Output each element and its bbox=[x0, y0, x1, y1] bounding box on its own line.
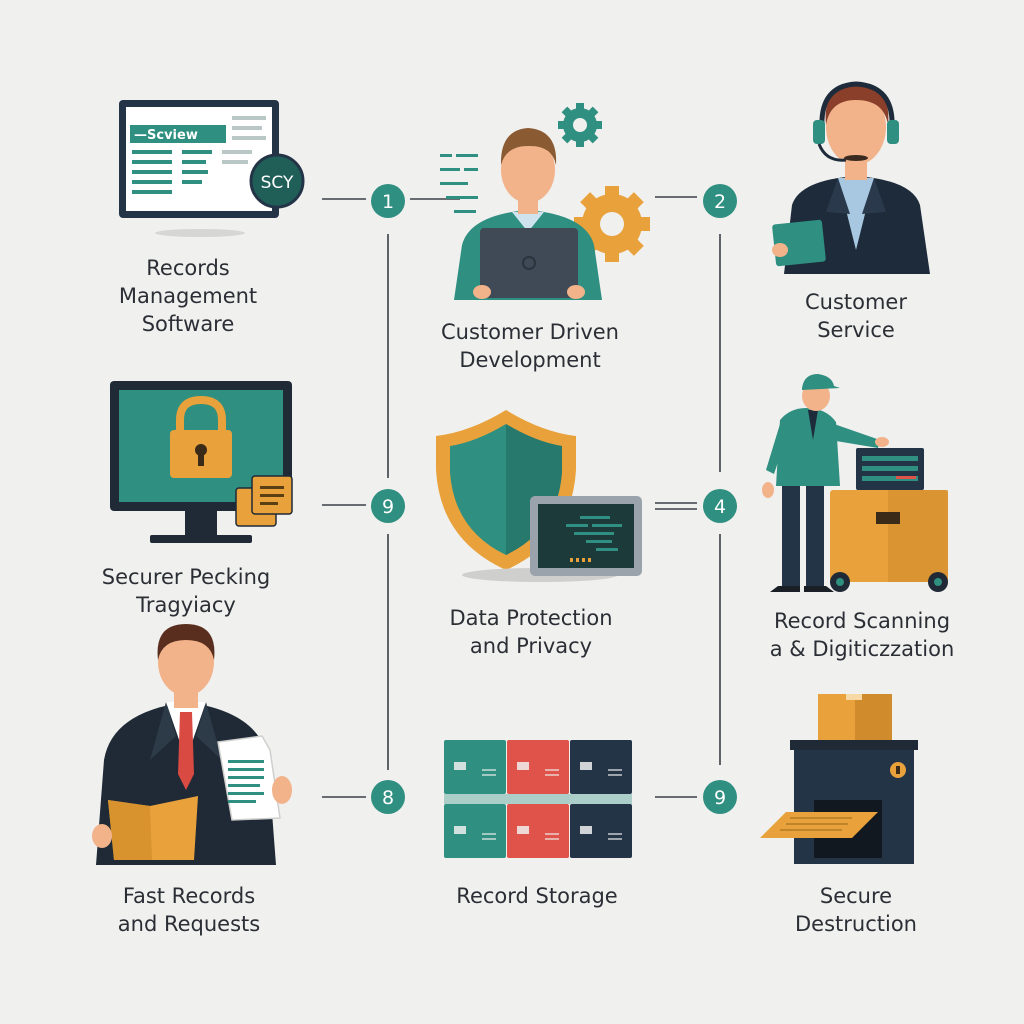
badge-5: 8 bbox=[371, 780, 405, 814]
svg-text:8: 8 bbox=[382, 787, 394, 809]
svg-text:2: 2 bbox=[714, 191, 726, 213]
svg-text:4: 4 bbox=[714, 496, 726, 518]
label-record-storage: Record Storage bbox=[456, 884, 618, 908]
badge-4: 4 bbox=[703, 489, 737, 523]
svg-text:1: 1 bbox=[382, 191, 394, 213]
badge-2: 2 bbox=[703, 184, 737, 218]
businessman-documents-icon bbox=[92, 624, 292, 865]
badge-1: 1 bbox=[371, 184, 405, 218]
storage-boxes-icon bbox=[444, 740, 632, 858]
badge-3: 9 bbox=[371, 489, 405, 523]
svg-text:—Scview: —Scview bbox=[134, 128, 198, 143]
headset-agent-icon bbox=[772, 81, 930, 274]
shield-icon bbox=[436, 410, 642, 582]
monitor-software-icon: —Scview SCY bbox=[119, 100, 305, 237]
svg-text:9: 9 bbox=[714, 787, 726, 809]
scanning-worker-icon bbox=[762, 374, 948, 592]
connector-lines bbox=[322, 196, 721, 798]
developer-laptop-icon bbox=[440, 103, 650, 300]
svg-text:SCY: SCY bbox=[261, 173, 294, 193]
locked-monitor-icon bbox=[110, 381, 293, 543]
svg-text:9: 9 bbox=[382, 496, 394, 518]
badge-6: 9 bbox=[703, 780, 737, 814]
shredder-icon bbox=[760, 694, 918, 864]
